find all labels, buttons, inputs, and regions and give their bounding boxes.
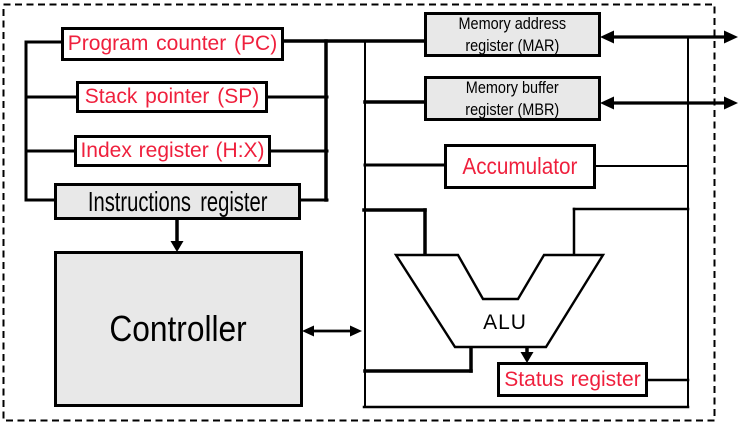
mbr-arrowhead-left-icon	[600, 96, 614, 110]
instructions-register-label: Instructions register	[87, 185, 268, 217]
memory-address-register-label: Memory address register (MAR)	[459, 13, 567, 57]
index-register-label: Index register (H:X)	[80, 139, 265, 162]
alu-to-status-arrow	[520, 347, 534, 363]
controller-box: Controller	[54, 251, 303, 407]
mar-memory-bidirectional-arrow	[600, 30, 738, 44]
mbr-memory-bidirectional-arrow	[600, 96, 738, 110]
mbr-arrowhead-right-icon	[724, 96, 738, 110]
controller-bus-bidirectional-arrow	[302, 325, 362, 337]
accumulator-label: Accumulator	[462, 153, 578, 179]
stack-pointer-label: Stack pointer (SP)	[84, 85, 260, 108]
mar-label-line2: register (MAR)	[465, 35, 560, 55]
mar-label-line1: Memory address	[458, 13, 567, 33]
mar-arrowhead-left-icon	[600, 30, 614, 44]
program-counter-box: Program counter (PC)	[61, 27, 284, 61]
accumulator-box: Accumulator	[444, 144, 596, 189]
bus-lines	[24, 36, 690, 409]
controller-arrowhead-left-icon	[302, 325, 314, 337]
ir-arrowhead-down-icon	[170, 241, 184, 252]
controller-label: Controller	[109, 308, 248, 349]
index-register-box: Index register (H:X)	[74, 135, 271, 167]
status-register-box: Status register	[497, 362, 648, 397]
memory-buffer-register-box: Memory buffer register (MBR)	[424, 76, 601, 121]
mbr-label-line2: register (MBR)	[465, 99, 560, 119]
status-register-label: Status register	[504, 367, 641, 391]
alu-shape	[393, 253, 606, 349]
mar-arrowhead-right-icon	[724, 30, 738, 44]
program-counter-label: Program counter (PC)	[67, 32, 278, 55]
instructions-register-box: Instructions register	[54, 183, 301, 220]
stack-pointer-box: Stack pointer (SP)	[76, 81, 268, 113]
ir-to-controller-arrow	[170, 220, 184, 252]
alu-arrowhead-down-icon	[520, 352, 534, 363]
mbr-label-line1: Memory buffer	[466, 77, 559, 97]
controller-arrowhead-right-icon	[350, 325, 362, 337]
memory-address-register-box: Memory address register (MAR)	[424, 12, 601, 57]
memory-buffer-register-label: Memory buffer register (MBR)	[466, 77, 560, 121]
alu-label: ALU	[483, 311, 527, 334]
